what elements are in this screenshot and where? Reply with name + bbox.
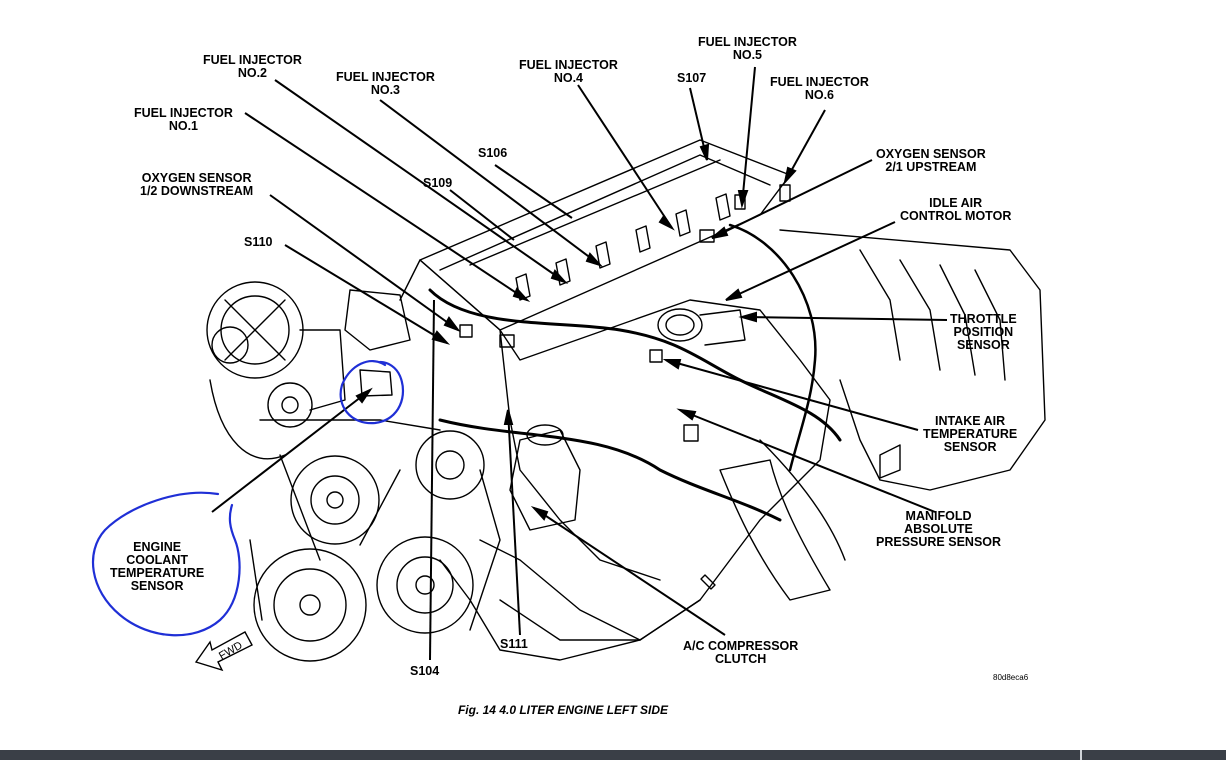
code-s104: S104 bbox=[410, 664, 440, 678]
code-s111: S111 bbox=[500, 637, 528, 651]
figure-caption: Fig. 14 4.0 LITER ENGINE LEFT SIDE bbox=[457, 703, 669, 717]
sensor-highlight-circle bbox=[339, 359, 405, 425]
toolbar-divider bbox=[1080, 750, 1082, 760]
fwd-label: FWD bbox=[217, 639, 245, 662]
highlight-circles bbox=[91, 359, 405, 637]
code-s106: S106 bbox=[478, 146, 508, 160]
fwd-arrow bbox=[194, 631, 253, 672]
engine-drawing bbox=[206, 139, 1046, 662]
code-s107: S107 bbox=[677, 71, 707, 85]
code-s109: S109 bbox=[423, 176, 453, 190]
bottom-toolbar bbox=[0, 750, 1226, 760]
leader-lines bbox=[211, 66, 948, 661]
label-highlight-circle bbox=[91, 491, 241, 637]
code-s110: S110 bbox=[244, 235, 273, 249]
figure-id: 80d8eca6 bbox=[993, 673, 1029, 682]
